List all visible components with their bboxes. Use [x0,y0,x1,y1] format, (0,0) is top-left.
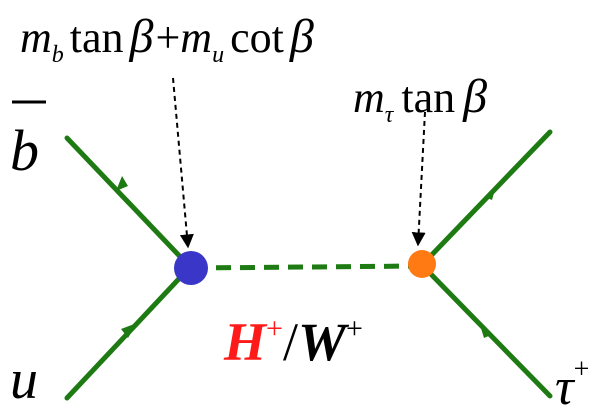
boson-propagator-line [191,263,421,271]
vertex-dot-icon [174,251,208,285]
u-label: u [10,349,38,411]
b-bar-label: b [10,118,39,183]
fermion-arrow-icon [479,322,491,338]
fermion-arrow-icon [121,323,137,338]
vertex-dot-icon [408,250,436,278]
dashed-pointer-arrow-icon [172,77,194,249]
fermion-arrow-icon [485,186,496,200]
boson-label: H+/W+ [223,312,363,372]
antiquark-b-line [64,135,193,270]
tau-outgoing-line [419,129,553,268]
tau-label: τ+ [555,354,589,415]
dashed-pointer-arrow-icon [411,111,426,247]
fermion-arrow-icon [116,176,128,191]
